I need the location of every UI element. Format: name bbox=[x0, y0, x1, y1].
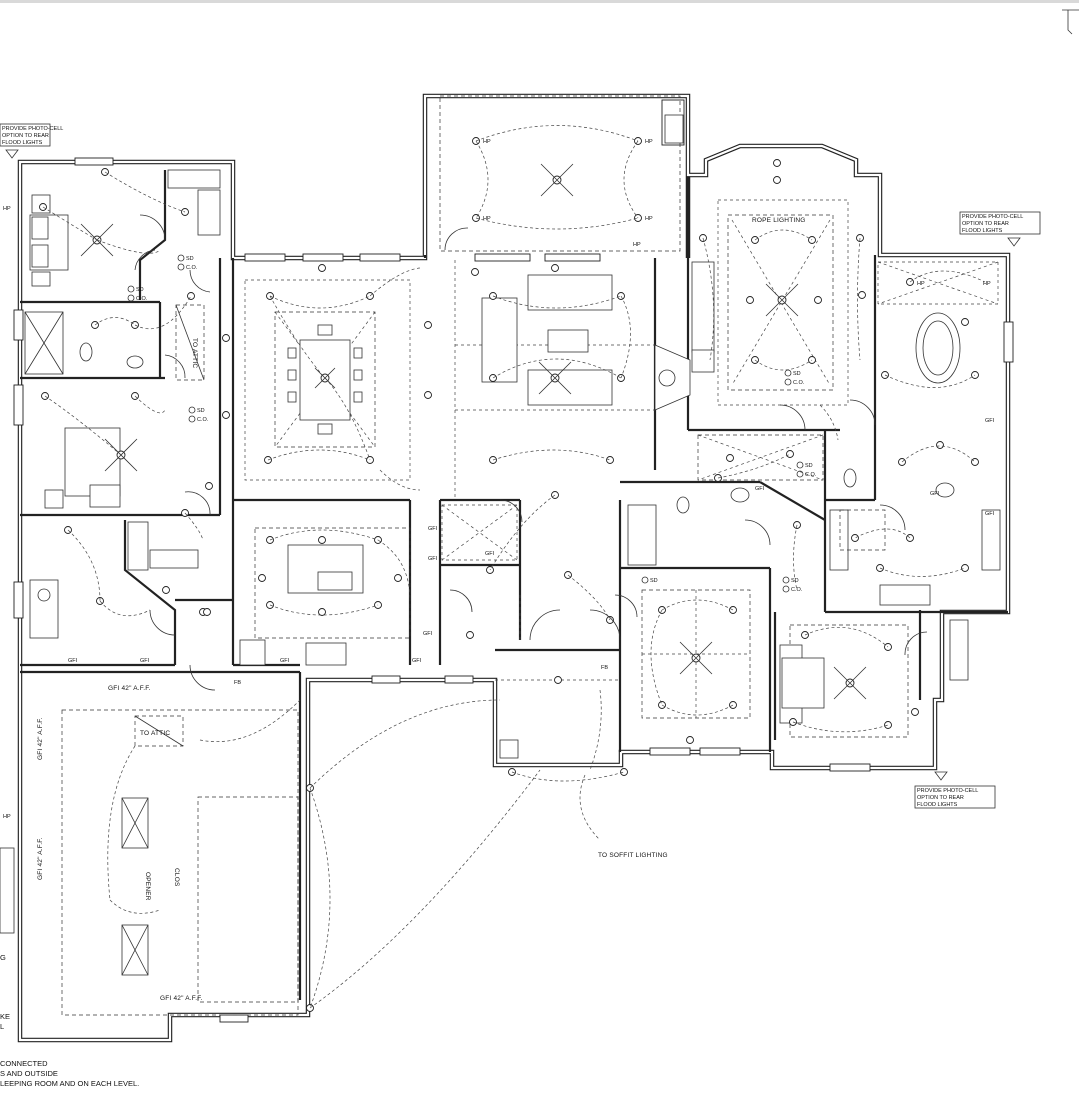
gfi-label: GFI bbox=[755, 486, 765, 492]
garage-opener-label: OPENER bbox=[144, 872, 151, 901]
gfi-42-label: GFI 42" A.F.F. bbox=[37, 717, 44, 760]
note-line: PROVIDE PHOTO-CELL bbox=[917, 788, 978, 794]
hp-label: HP bbox=[483, 216, 491, 222]
smoke-detectors bbox=[127, 254, 804, 593]
co-label: C.O. bbox=[136, 296, 148, 302]
sd-label: SD bbox=[136, 287, 144, 293]
doors bbox=[134, 214, 928, 691]
general-note-line: CONNECTED bbox=[0, 1059, 48, 1068]
window-top-edge bbox=[0, 0, 1079, 3]
co-label: C.O. bbox=[793, 380, 805, 386]
photocell-note-left: PROVIDE PHOTO-CELL OPTION TO REAR FLOOD … bbox=[0, 123, 63, 159]
corner-mark-icon bbox=[1062, 9, 1079, 35]
general-note-line: S AND OUTSIDE bbox=[0, 1069, 58, 1078]
room-annotations: TO ATTIC TO ATTIC ROPE LIGHTING TO SOFFI… bbox=[37, 217, 806, 1002]
co-label: C.O. bbox=[791, 587, 803, 593]
note-line: OPTION TO REAR bbox=[2, 133, 49, 139]
sd-label: SD bbox=[793, 371, 801, 377]
co-label: C.O. bbox=[197, 417, 209, 423]
to-attic-label: TO ATTIC bbox=[191, 338, 198, 368]
gfi-label: GFI bbox=[485, 551, 495, 557]
hp-label: HP bbox=[983, 281, 991, 287]
rope-lighting-label: ROPE LIGHTING bbox=[752, 217, 806, 224]
light-fixtures bbox=[39, 137, 979, 1012]
ceiling-fans bbox=[80, 163, 867, 700]
note-line: OPTION TO REAR bbox=[917, 795, 964, 801]
note-line: PROVIDE PHOTO-CELL bbox=[962, 214, 1023, 220]
hp-label: HP bbox=[483, 139, 491, 145]
hp-label: HP bbox=[3, 206, 11, 212]
gfi-label: GFI bbox=[930, 491, 940, 497]
gfi-42-label: GFI 42" A.F.F. bbox=[37, 837, 44, 880]
gfi-label: GFI bbox=[985, 418, 995, 424]
gfi-label: GFI bbox=[985, 511, 995, 517]
gfi-label: GFI bbox=[412, 658, 422, 664]
gfi-label: GFI bbox=[428, 526, 438, 532]
to-soffit-lighting-label: TO SOFFIT LIGHTING bbox=[598, 852, 668, 859]
device-labels: SD C.O. SD C.O. SD C.O. SD C.O. SD C.O. … bbox=[3, 139, 995, 820]
note-line: FLOOD LIGHTS bbox=[962, 228, 1003, 234]
note-line: OPTION TO REAR bbox=[962, 221, 1009, 227]
gfi-label: GFI bbox=[280, 658, 290, 664]
garage-close-label: CLOS bbox=[173, 868, 180, 887]
interior-walls bbox=[20, 170, 1008, 1000]
edge-note-line: KE bbox=[0, 1012, 10, 1021]
hp-label: HP bbox=[633, 242, 641, 248]
sd-label: SD bbox=[805, 463, 813, 469]
note-line: FLOOD LIGHTS bbox=[917, 802, 958, 808]
wiring-runs bbox=[42, 125, 986, 1009]
sd-label: SD bbox=[197, 408, 205, 414]
gfi-42-label: GFI 42" A.F.F. bbox=[108, 685, 151, 692]
hp-label: HP bbox=[3, 814, 11, 820]
edge-note-line: G bbox=[0, 953, 6, 962]
note-line: FLOOD LIGHTS bbox=[2, 140, 43, 146]
gfi-42-label: GFI 42" A.F.F. bbox=[160, 995, 203, 1002]
ceiling-outlines bbox=[61, 95, 999, 1016]
photocell-note-right: PROVIDE PHOTO-CELL OPTION TO REAR FLOOD … bbox=[959, 211, 1041, 247]
hp-label: HP bbox=[645, 139, 653, 145]
edge-note-line: L bbox=[0, 1022, 4, 1031]
hp-label: HP bbox=[645, 216, 653, 222]
note-line: PROVIDE PHOTO-CELL bbox=[2, 126, 63, 132]
co-label: C.O. bbox=[186, 265, 198, 271]
gfi-label: GFI bbox=[68, 658, 78, 664]
general-note: CONNECTED S AND OUTSIDE LEEPING ROOM AND… bbox=[0, 953, 139, 1088]
co-label: C.O. bbox=[805, 472, 817, 478]
furniture bbox=[0, 114, 1001, 976]
sd-label: SD bbox=[791, 578, 799, 584]
sd-label: SD bbox=[186, 256, 194, 262]
sd-label: SD bbox=[650, 578, 658, 584]
hp-label: HP bbox=[917, 281, 925, 287]
fb-label: FB bbox=[234, 680, 241, 686]
to-attic-garage-label: TO ATTIC bbox=[140, 730, 170, 737]
gfi-label: GFI bbox=[140, 658, 150, 664]
fb-label: FB bbox=[601, 665, 608, 671]
general-note-line: LEEPING ROOM AND ON EACH LEVEL. bbox=[0, 1079, 139, 1088]
photocell-note-bottom: PROVIDE PHOTO-CELL OPTION TO REAR FLOOD … bbox=[914, 771, 996, 809]
gfi-label: GFI bbox=[428, 556, 438, 562]
gfi-label: GFI bbox=[423, 631, 433, 637]
